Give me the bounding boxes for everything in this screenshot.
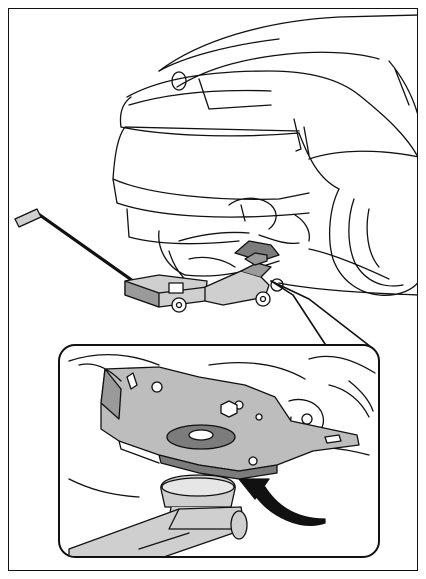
jack-illustration xyxy=(9,9,418,571)
jack-handle xyxy=(37,213,133,281)
illustration-frame xyxy=(8,8,418,571)
floor-jack xyxy=(15,209,271,312)
vehicle-rear xyxy=(113,15,418,244)
rear-wheel xyxy=(330,189,418,295)
detail-callout xyxy=(59,345,379,569)
